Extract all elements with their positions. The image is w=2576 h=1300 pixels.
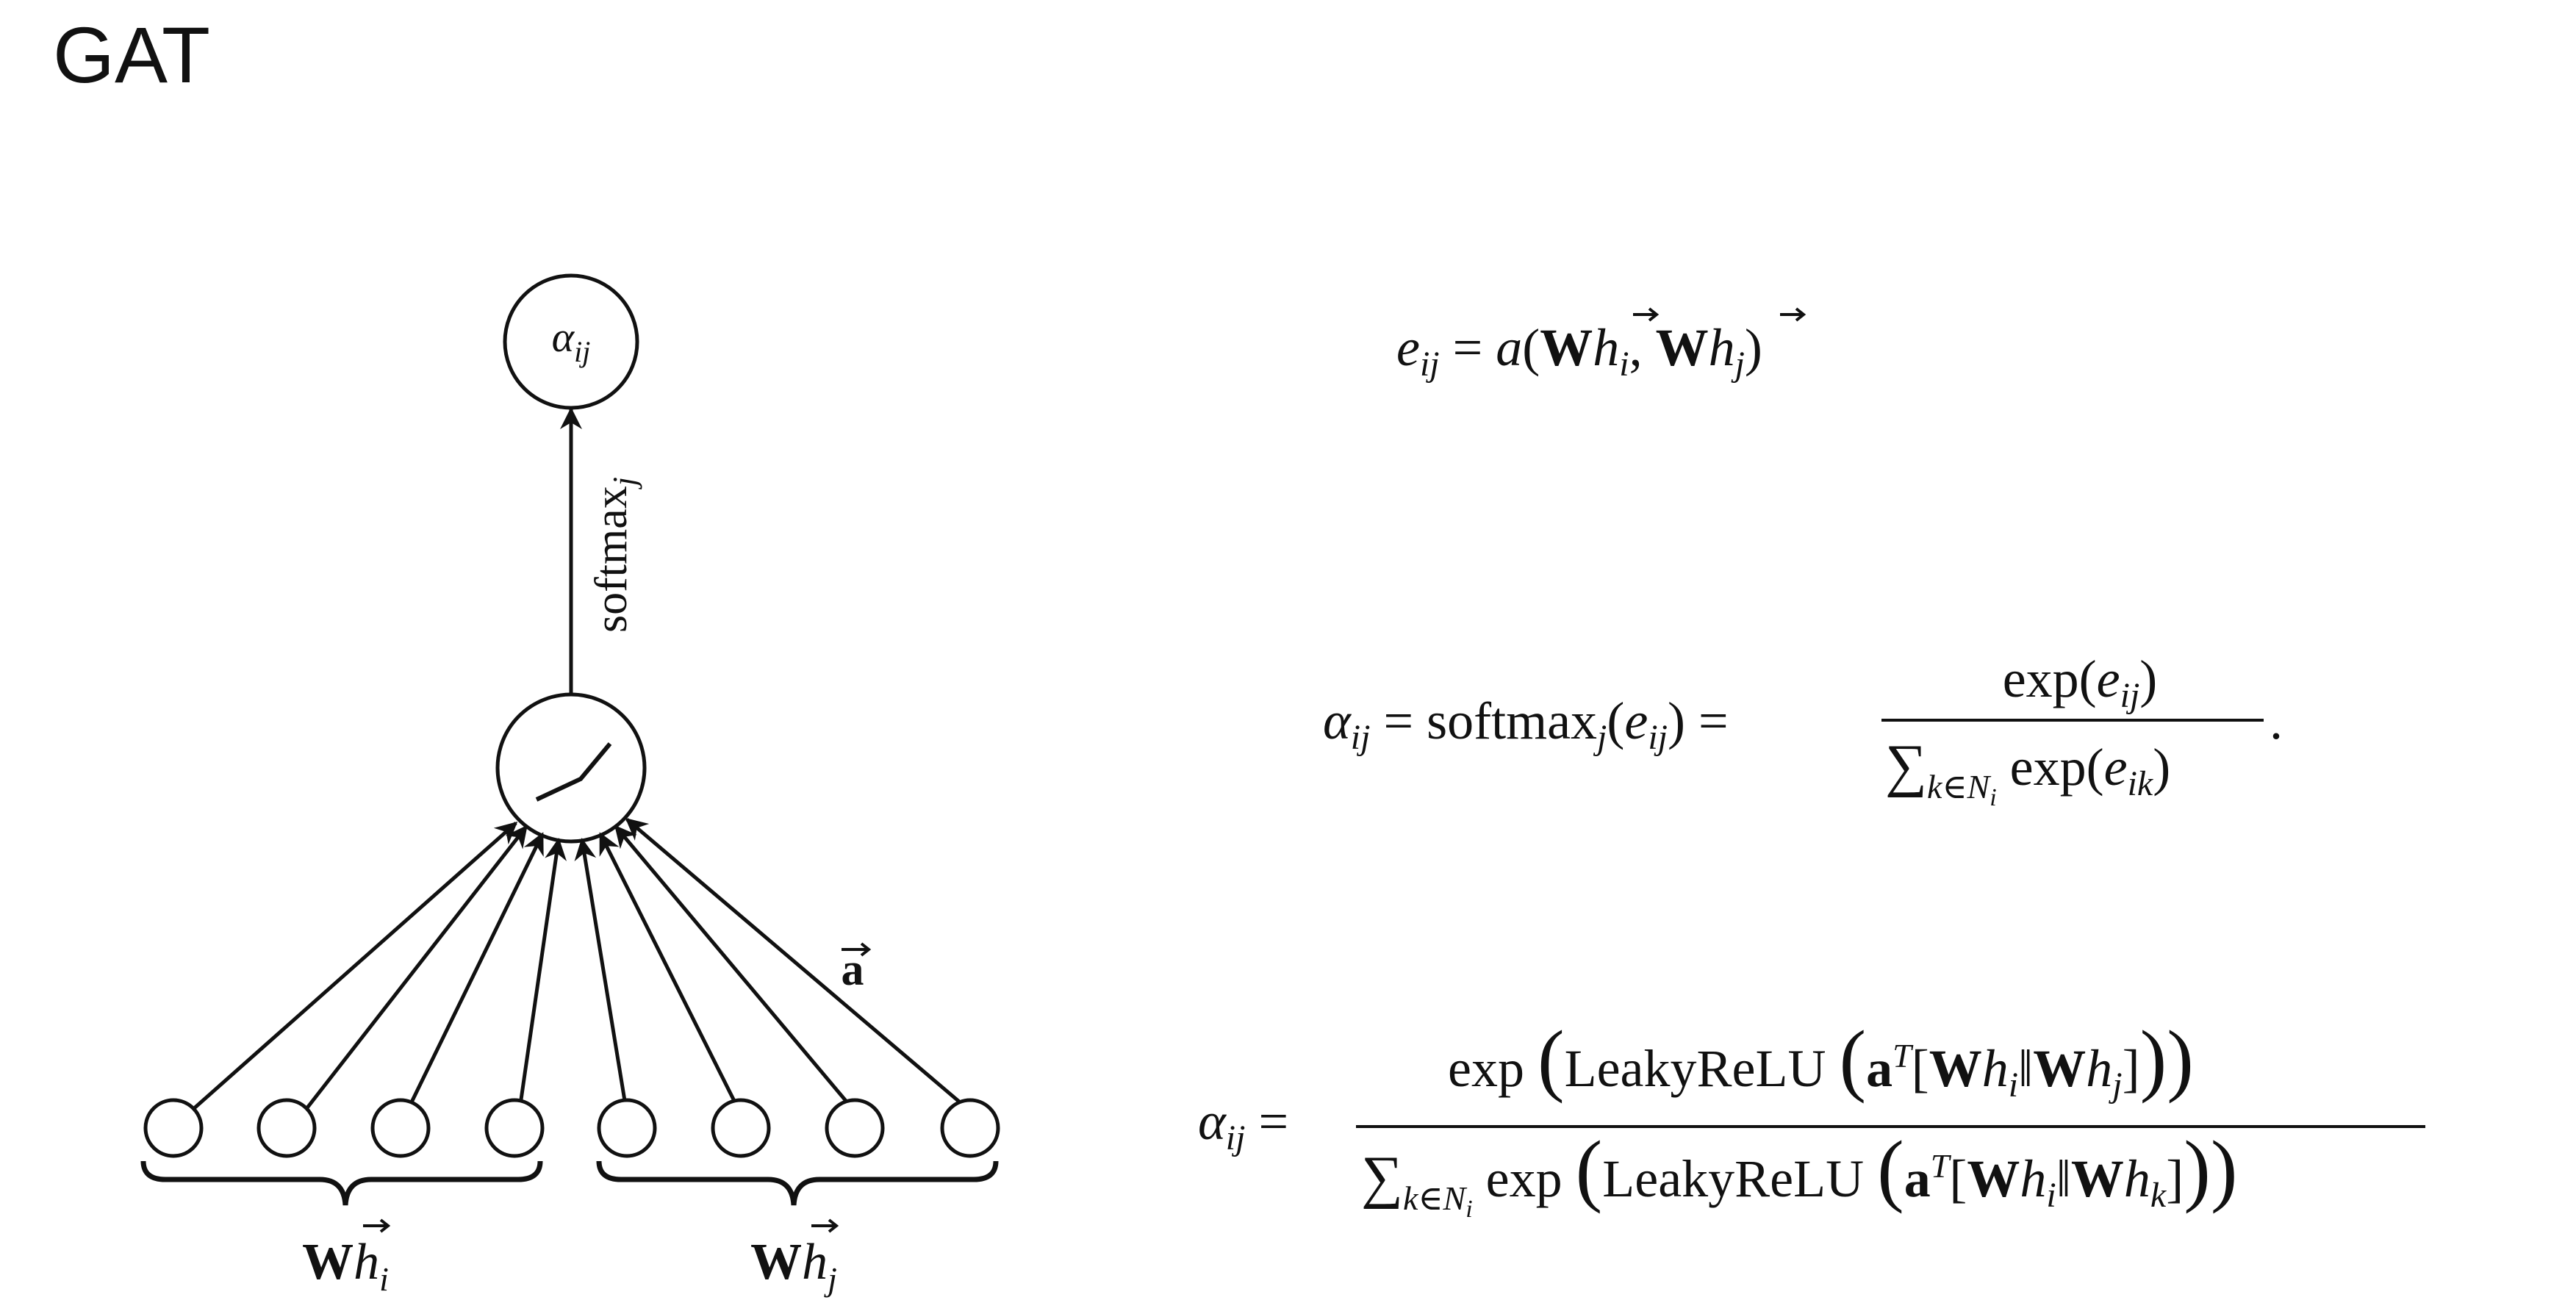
- input-arrow: [406, 832, 545, 1111]
- input-nodes: [143, 1098, 1000, 1158]
- relu-curve-icon: [535, 742, 612, 802]
- input-arrow: [614, 825, 855, 1111]
- input-arrow: [625, 818, 970, 1111]
- softmax-edge-label: softmaxj: [586, 477, 642, 633]
- svg-text:exp(eij): exp(eij): [2003, 650, 2158, 715]
- svg-text:∑k∈Ni exp (LeakyReLU (aT[Whi‖W: ∑k∈Ni exp (LeakyReLU (aT[Whi‖Whk])): [1361, 1124, 2237, 1223]
- input-arrow: [517, 838, 567, 1110]
- input-arrow: [598, 832, 741, 1111]
- svg-text:∑k∈Ni exp(eik): ∑k∈Ni exp(eik): [1885, 733, 2170, 811]
- equation-softmax-normalization: αij = softmaxj(eij) = exp(eij) ∑k∈Ni exp…: [1323, 650, 2283, 811]
- attention-diagram: αij softmaxj a: [140, 273, 1000, 1298]
- right-group-brace: [596, 1160, 999, 1206]
- input-arrow: [304, 825, 528, 1111]
- slide-title: GAT: [53, 10, 210, 99]
- input-node: [143, 1098, 204, 1158]
- input-node: [825, 1098, 885, 1158]
- svg-text:.: .: [2270, 692, 2283, 750]
- svg-text:exp (LeakyReLU (aT[Whi‖Whj])): exp (LeakyReLU (aT[Whi‖Whj])): [1448, 1014, 2194, 1105]
- equation-attention-coefficient: eij = a(Whi, Whj): [1396, 307, 1807, 384]
- left-group-brace: [140, 1160, 543, 1206]
- activation-node: [495, 692, 647, 844]
- input-node: [711, 1098, 771, 1158]
- svg-text:eij = a(Whi, Whj): eij = a(Whi, Whj): [1396, 318, 1762, 384]
- weight-vector-label: a: [842, 945, 864, 995]
- equation-leakyrelu-attention: αij = exp (LeakyReLU (aT[Whi‖Whj])) ∑k∈N…: [1198, 1014, 2425, 1223]
- input-node: [256, 1098, 317, 1158]
- input-arrow: [191, 822, 518, 1111]
- right-group-label: Whj: [750, 1234, 837, 1298]
- svg-text:αij = softmaxj(eij) =: αij = softmaxj(eij) =: [1323, 692, 1729, 757]
- input-arrow: [574, 838, 628, 1110]
- svg-text:αij =: αij =: [1198, 1092, 1288, 1157]
- input-arrows: [191, 818, 970, 1111]
- input-node: [940, 1098, 1000, 1158]
- input-node: [484, 1098, 545, 1158]
- input-node: [370, 1098, 431, 1158]
- input-node: [597, 1098, 657, 1158]
- left-group-label: Whi: [302, 1234, 389, 1298]
